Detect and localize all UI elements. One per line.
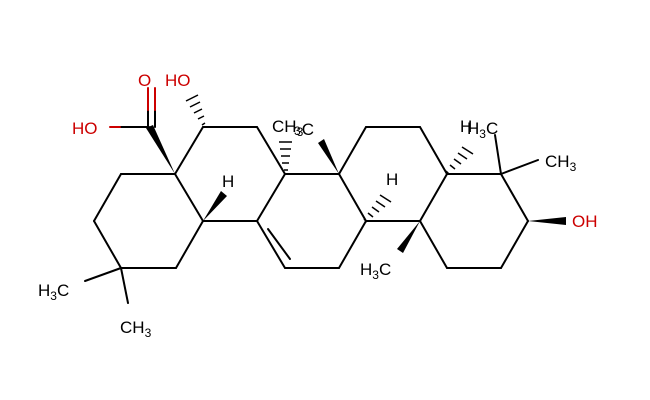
methyl-c20a-label: H3C (38, 281, 69, 303)
hash-bonds (185, 94, 474, 223)
bonds (84, 87, 539, 304)
methyl-c4b-label: CH3 (545, 152, 577, 174)
carbonyl-oxygen-label: O (138, 71, 151, 90)
h-c18-label: H (222, 172, 234, 191)
wedge-bonds (146, 125, 566, 253)
h-c9-label: H (386, 170, 398, 189)
c16-hydroxyl-label: HO (165, 71, 191, 90)
methyl-c4a-label: H3C (467, 119, 498, 141)
methyl-c10-label: H3C (360, 260, 391, 282)
methyl-c14-label: CH3 (272, 117, 304, 139)
h-c5-label: H (460, 117, 472, 136)
acid-hydroxyl-label: HO (72, 119, 98, 138)
methyl-c20b-label: CH3 (120, 318, 152, 340)
methyl-c8-label: 3C (294, 120, 314, 139)
c3-hydroxyl-label: OH (572, 212, 598, 231)
